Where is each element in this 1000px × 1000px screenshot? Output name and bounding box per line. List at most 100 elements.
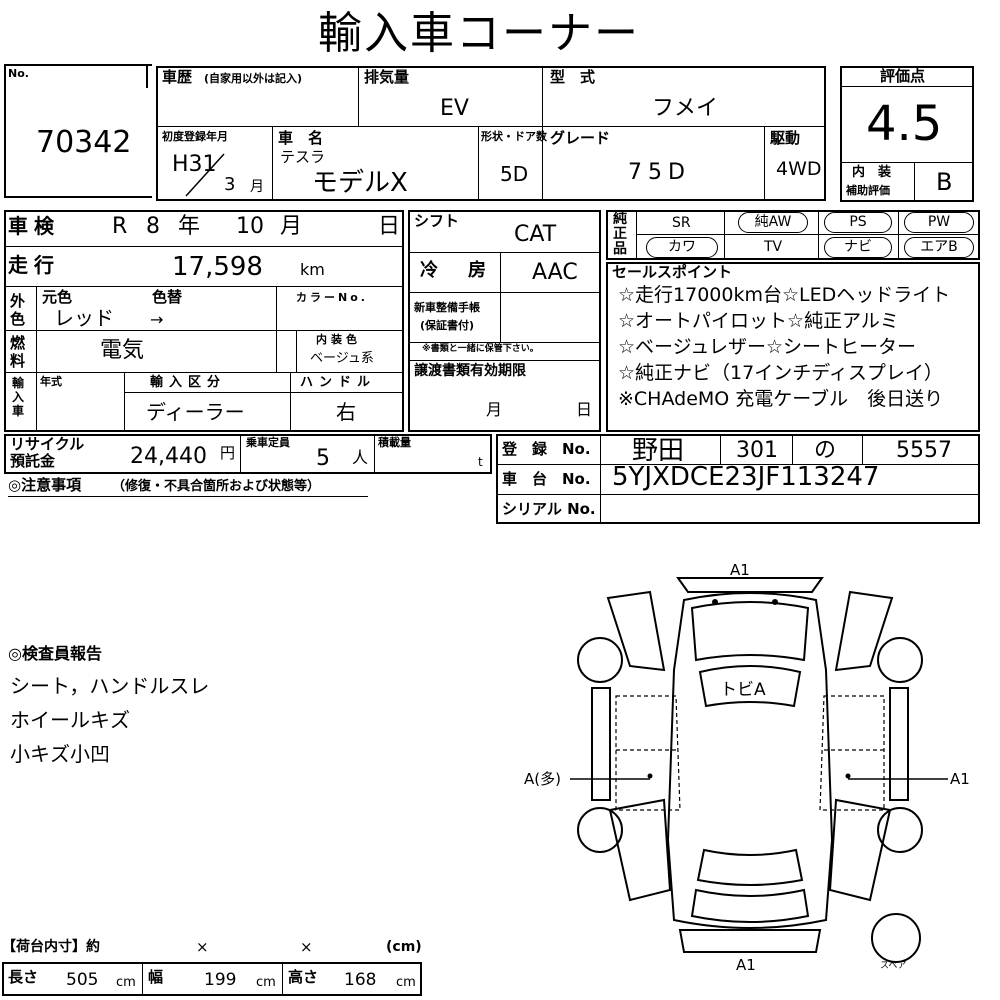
import-type-value: ディーラー	[146, 400, 245, 424]
reg-class: 301	[736, 438, 778, 463]
sales-point-4: ☆純正ナビ（17インチディスプレイ）	[618, 362, 943, 384]
cargo-unit: (cm)	[386, 939, 422, 955]
diagram-left-label: A(多)	[524, 770, 561, 788]
equip-navi: ナビ	[824, 237, 892, 258]
lot-no-label: No.	[8, 67, 29, 80]
height-label: 高さ	[288, 968, 319, 986]
history-label: 車歴	[162, 68, 193, 86]
maker-value: テスラ	[280, 148, 326, 166]
score-box	[840, 66, 974, 202]
capacity-value: 5	[316, 446, 330, 471]
warranty-label: 新車整備手帳	[414, 301, 480, 314]
equip-aw: 純AW	[738, 212, 808, 233]
docs-expiry-label: 譲渡書類有効期限	[414, 363, 526, 379]
inspector-label: ◎検査員報告	[8, 644, 102, 663]
vehicle-info-grid	[4, 210, 404, 432]
warranty-sub-label: (保証書付)	[420, 319, 475, 332]
capacity-unit: 人	[352, 448, 369, 467]
diagram-spare-label: スペア	[880, 961, 907, 971]
cargo-x-1: ×	[196, 938, 209, 956]
import-label: 輸入車	[12, 376, 25, 418]
int-color-label: 内装色	[316, 333, 361, 346]
equip-tv: TV	[764, 239, 783, 255]
equip-leather: カワ	[646, 237, 718, 258]
model-type-value: フメイ	[652, 96, 719, 121]
sales-points-box	[606, 262, 980, 432]
repaint-value: →	[150, 310, 164, 329]
score-label: 評価点	[880, 67, 926, 85]
notes-sub-label: （修復・不具合箇所および状態等）	[112, 479, 321, 494]
load-unit: t	[478, 455, 483, 469]
handle-value: 右	[336, 400, 356, 424]
model-type-label: 型 式	[550, 68, 596, 86]
sales-point-1: ☆走行17000km台☆LEDヘッドライト	[618, 284, 951, 306]
reg-kana: の	[814, 438, 837, 463]
cargo-x-2: ×	[300, 938, 313, 956]
inspection-month-unit: 月	[280, 214, 303, 239]
shift-grid	[408, 210, 601, 432]
inspector-note-1: シート，ハンドルスレ	[10, 674, 210, 698]
lot-number: 70342	[36, 125, 132, 160]
width-label: 幅	[148, 968, 164, 986]
aircon-value: AAC	[532, 260, 578, 285]
doors-label: 形状・ドア数	[481, 130, 547, 143]
first-reg-month: 3	[224, 174, 236, 195]
recycle-amount: 24,440	[130, 444, 207, 469]
recycle-sub-label: 預託金	[10, 452, 56, 470]
reg-area: 野田	[632, 436, 685, 466]
height-value: 168	[344, 970, 377, 990]
diagram-rear-label: A1	[736, 956, 756, 974]
inspection-month: 10	[236, 214, 264, 239]
serial-label: シリアル No.	[502, 500, 596, 518]
drive-label: 駆動	[770, 129, 801, 147]
cargo-label: 【荷台内寸】約	[2, 939, 100, 955]
warranty-note: ※書類と一緒に保管下さい。	[422, 344, 539, 354]
top-info-grid	[156, 66, 826, 201]
inspection-day-unit: 日	[378, 214, 401, 239]
interior-label: 内 装	[852, 165, 892, 180]
docs-day-unit: 日	[576, 400, 593, 419]
color-no-label: カラーNo.	[296, 291, 368, 304]
inspection-year: 8	[146, 214, 160, 239]
docs-month-unit: 月	[486, 400, 503, 419]
drive-value: 4WD	[776, 158, 822, 180]
car-name-label: 車 名	[278, 129, 324, 147]
genuine-label: 純正品	[613, 211, 627, 257]
mileage-label: 走行	[8, 253, 60, 277]
height-unit: cm	[396, 975, 416, 990]
mileage-value: 17,598	[172, 252, 263, 282]
cargo-dimensions-row	[2, 962, 422, 996]
aircon-label: 冷 房	[420, 260, 492, 281]
recycle-row	[4, 434, 492, 474]
int-color-value: ベージュ系	[310, 351, 374, 366]
length-value: 505	[66, 970, 99, 990]
score-value: 4.5	[866, 96, 943, 152]
inspection-era: R	[112, 214, 128, 239]
fuel-label: 燃料	[10, 334, 26, 370]
chassis-number: 5YJXDCE23JF113247	[612, 462, 880, 492]
page-title: 輸入車コーナー	[318, 8, 640, 59]
sales-point-3: ☆ベージュレザー☆シートヒーター	[618, 336, 916, 358]
sales-point-5: ※CHAdeMO 充電ケーブル 後日送り	[618, 388, 944, 410]
notes-label: ◎注意事項	[8, 476, 82, 494]
interior-score: B	[936, 168, 953, 196]
lot-box	[4, 64, 152, 198]
diagram-front-label: A1	[730, 561, 750, 579]
diagram-right-label: A1	[950, 770, 970, 788]
capacity-label: 乗車定員	[246, 436, 290, 449]
load-label: 積載量	[378, 436, 411, 449]
doors-value: 5D	[500, 162, 529, 186]
handle-label: ハンドル	[300, 375, 377, 390]
inspector-note-2: ホイールキズ	[10, 708, 130, 732]
grade-label: グレード	[550, 129, 611, 147]
sales-points-label: セールスポイント	[612, 263, 733, 281]
shift-value: CAT	[514, 222, 557, 247]
first-reg-month-unit: 月	[250, 179, 264, 195]
model-year-label: 年式	[40, 375, 62, 388]
car-name-value: モデルX	[312, 168, 408, 198]
fuel-value: 電気	[100, 338, 145, 363]
equip-ps: PS	[824, 212, 892, 233]
length-unit: cm	[116, 975, 136, 990]
equip-sr: SR	[672, 215, 691, 231]
diagram-roof-label: トビA	[720, 680, 766, 700]
